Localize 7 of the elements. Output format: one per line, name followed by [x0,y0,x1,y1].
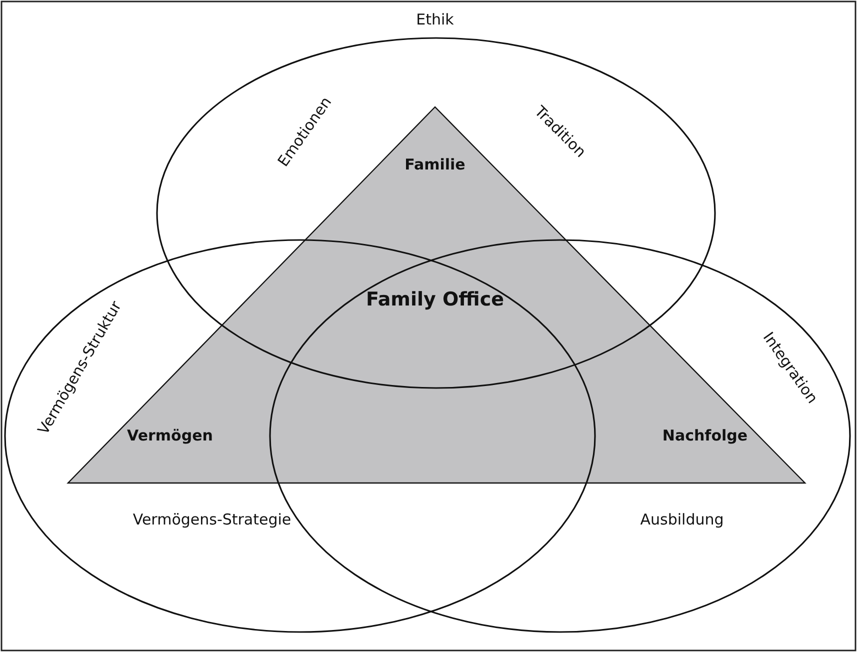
center-title: Family Office [366,290,504,310]
area-label: Vermögens-Strategie [132,512,292,528]
area-label: Ausbildung [640,512,724,528]
corner-label: Vermögen [127,428,213,444]
corner-label: Nachfolge [662,428,748,444]
area-label: Ethik [416,12,454,28]
corner-label: Familie [404,158,466,172]
